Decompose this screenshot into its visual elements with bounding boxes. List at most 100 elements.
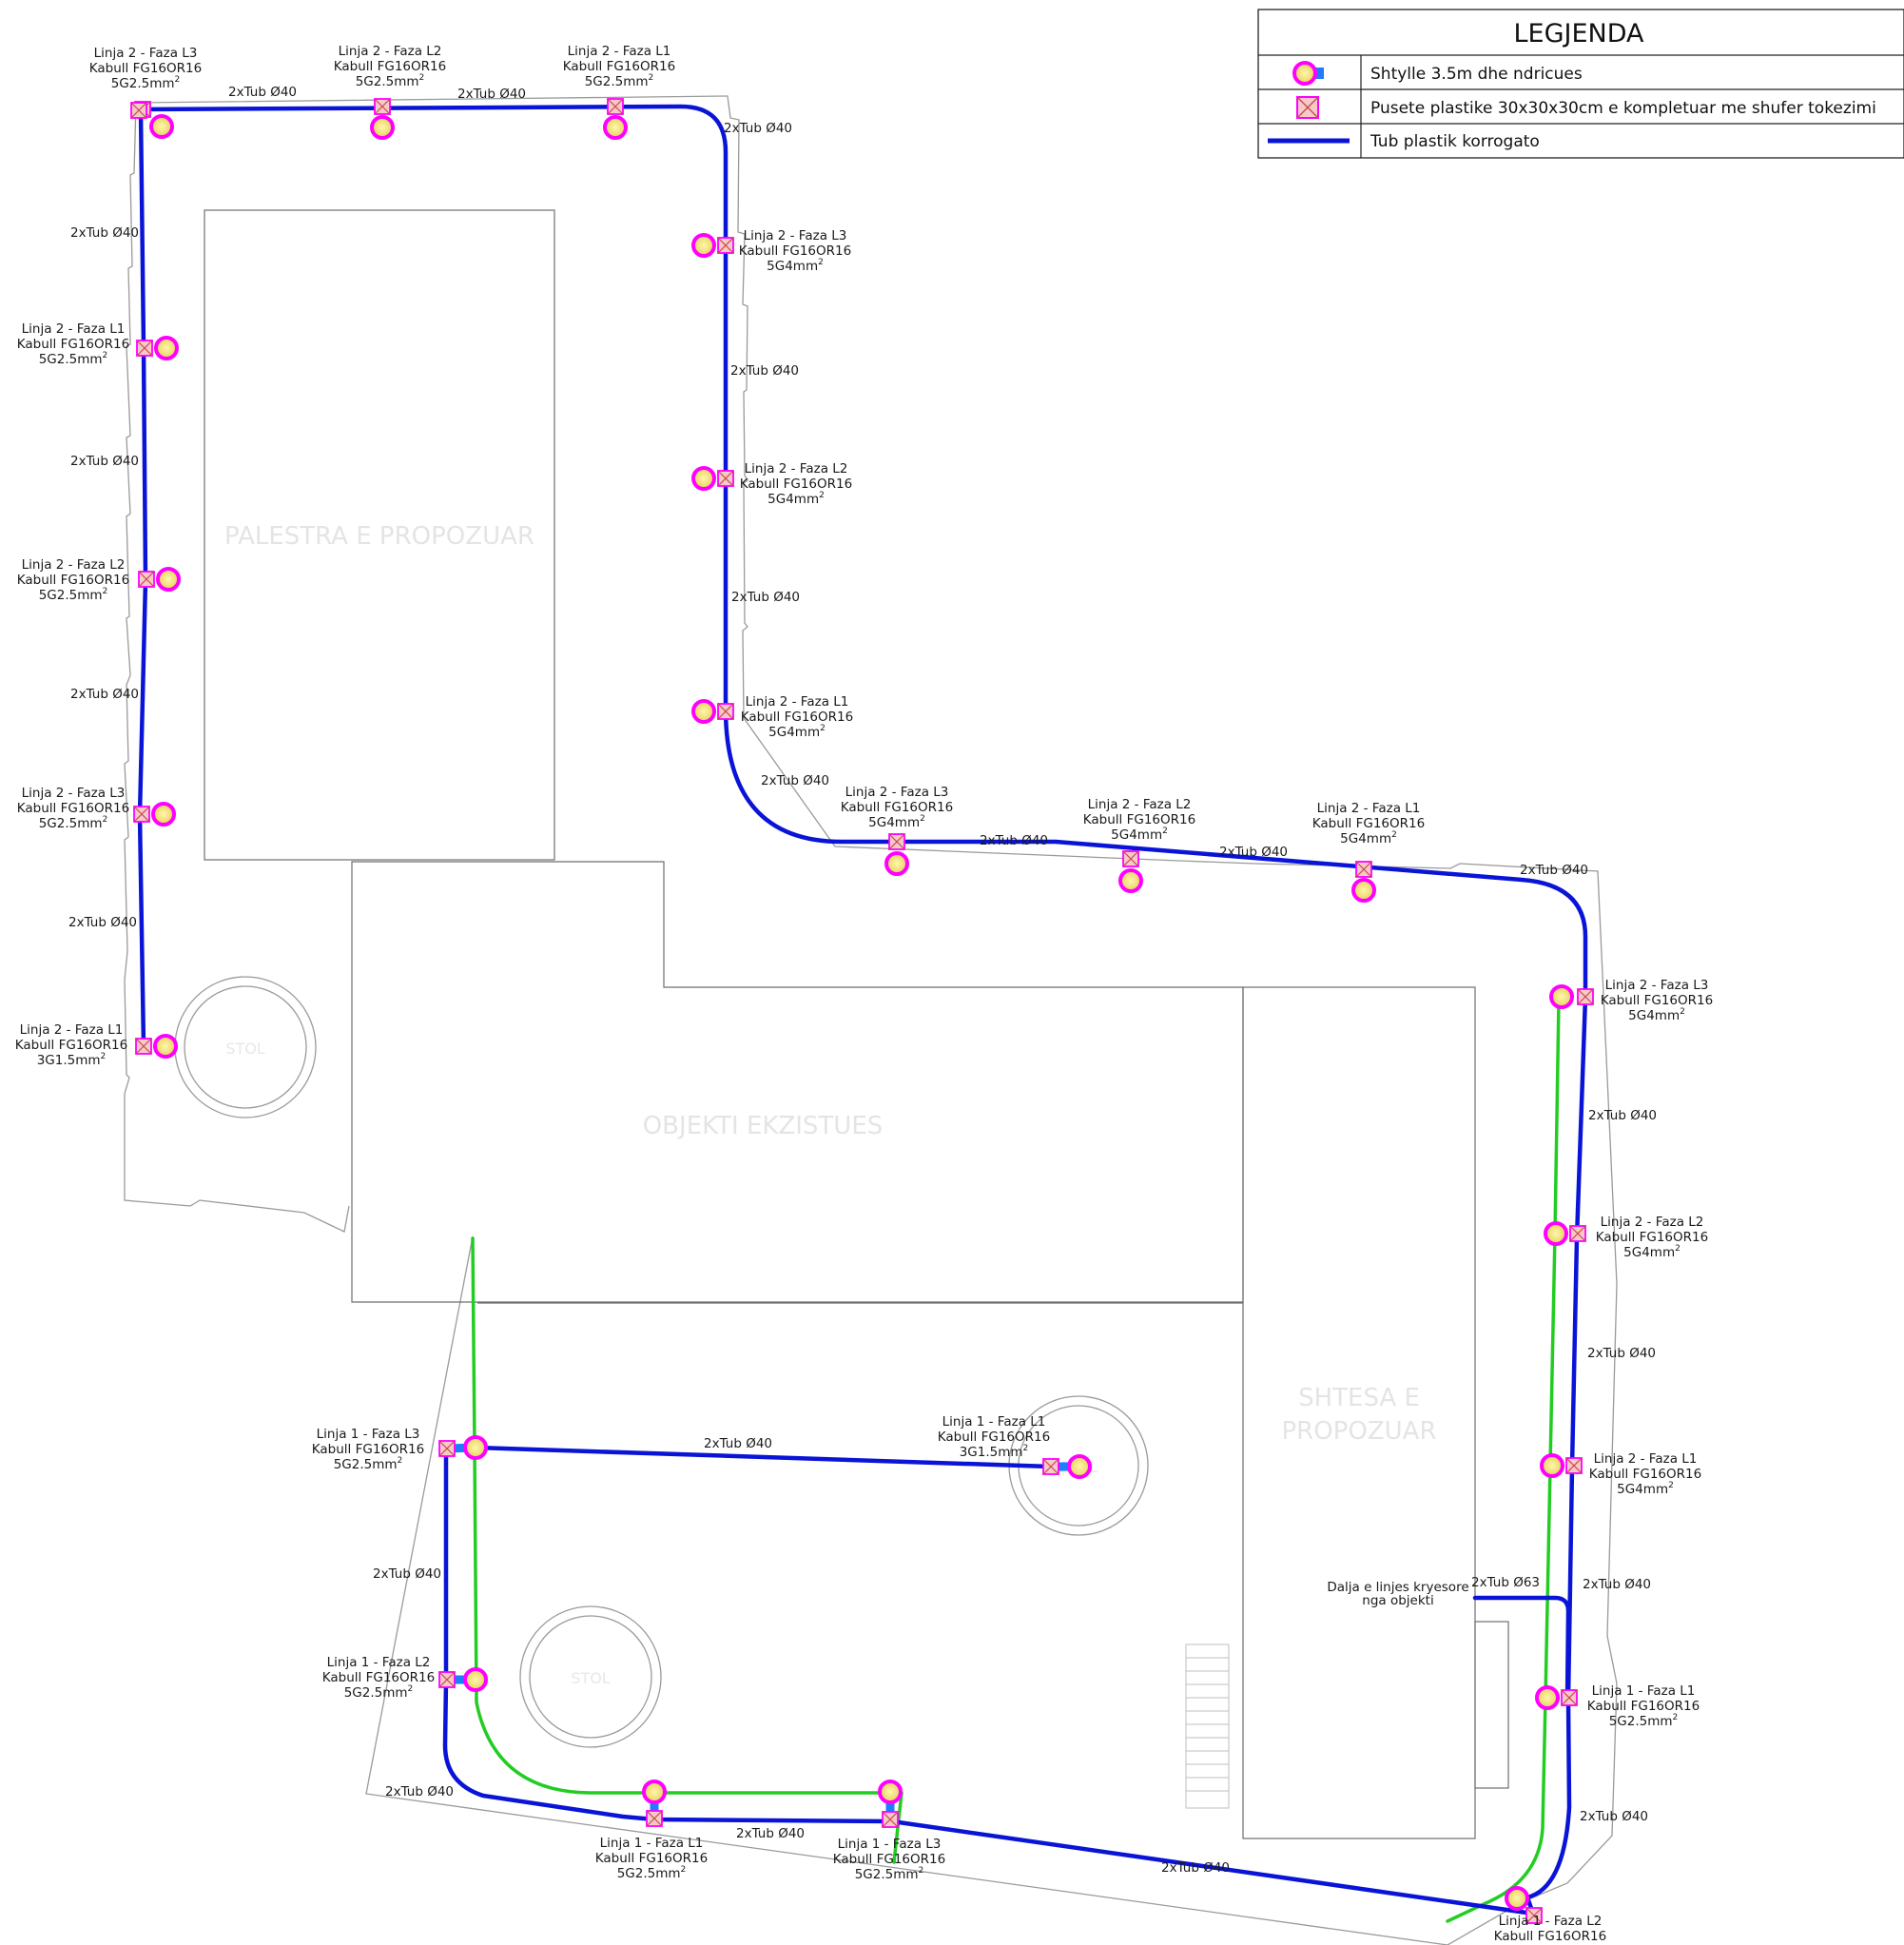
site-boundary — [124, 95, 1618, 1945]
buildings — [174, 209, 1509, 1839]
cable-label-line: Kabull FG16OR16 — [1494, 1929, 1606, 1944]
cable-label-line: Linja 2 - Faza L3 — [94, 46, 198, 61]
pole-light-icon — [1292, 61, 1324, 86]
pole-light-icon — [1067, 1454, 1092, 1479]
cable-label-line: Linja 2 - Faza L1 — [22, 321, 126, 337]
cable-spec: 5G4mm2 — [768, 724, 826, 740]
manhole-box-icon — [1122, 850, 1139, 867]
area-stol-2: STOL — [571, 1669, 611, 1687]
tube-label: 2xTub Ø40 — [1161, 1860, 1230, 1876]
pole-light-icon — [463, 1435, 488, 1460]
manhole-box-icon — [133, 806, 150, 823]
tube-label: 2xTub Ø40 — [1520, 863, 1588, 878]
cable-label-line: Linja 1 - Faza L1 — [942, 1414, 1046, 1430]
cable-label-line: Kabull FG16OR16 — [1596, 1230, 1708, 1245]
cable-label-line: Kabull FG16OR16 — [17, 801, 129, 816]
cable-label-line: Kabull FG16OR16 — [938, 1430, 1050, 1445]
manhole-box-icon — [607, 98, 624, 115]
cable-label-line: Kabull FG16OR16 — [17, 573, 129, 588]
cable-label-line: Kabull FG16OR16 — [1083, 812, 1195, 827]
existing-building — [351, 861, 1244, 1303]
pole-light-icon — [151, 802, 176, 827]
cable-label-line: Kabull FG16OR16 — [1601, 993, 1713, 1008]
tube-label: 2xTub Ø40 — [1587, 1346, 1656, 1361]
tube-label: 2xTub Ø40 — [385, 1784, 454, 1799]
cable-spec: 5G4mm2 — [1617, 1481, 1674, 1497]
legend-item-text: Shtylle 3.5m dhe ndricues — [1370, 65, 1583, 84]
cable-label-line: Kabull FG16OR16 — [841, 800, 953, 815]
pole-light-icon — [884, 851, 909, 876]
cable-label-line: Linja 2 - Faza L1 — [20, 1022, 124, 1038]
cable-spec: 3G1.5mm2 — [37, 1052, 107, 1068]
cable-spec: 5G4mm2 — [767, 491, 825, 507]
cable-spec: 5G2.5mm2 — [1609, 1713, 1679, 1729]
cable-spec: 5G4mm2 — [767, 258, 824, 274]
manhole-box-icon — [130, 102, 147, 119]
legend-item-text: Tub plastik korrogato — [1370, 132, 1540, 151]
cable-label-line: Kabull FG16OR16 — [740, 477, 852, 492]
cable-label-line: Linja 2 - Faza L3 — [845, 785, 949, 800]
cable-label-line: Linja 2 - Faza L1 — [746, 694, 849, 710]
cable-spec: 5G4mm2 — [1628, 1007, 1685, 1023]
green-cable-route — [471, 999, 1561, 1923]
tube-label: 2xTub Ø40 — [1219, 845, 1288, 860]
tube-label: 2xTub Ø40 — [228, 85, 297, 100]
area-annex-2: PROPOZUAR — [1281, 1417, 1436, 1446]
cable-label-line: Linja 1 - Faza L3 — [838, 1837, 942, 1852]
tube-label: 2xTub Ø40 — [730, 363, 799, 379]
cable-label-line: Kabull FG16OR16 — [312, 1442, 424, 1457]
pole-light-icon — [691, 233, 716, 258]
stol-ring-2 — [519, 1605, 662, 1748]
manhole-box-icon — [438, 1671, 456, 1688]
cable-label-line: Linja 2 - Faza L2 — [339, 44, 442, 59]
pole-light-icon — [1540, 1453, 1564, 1478]
pole-light-icon — [642, 1780, 667, 1804]
tube-label: 2xTub Ø40 — [68, 915, 137, 930]
cable-label-line: Kabull FG16OR16 — [563, 59, 675, 74]
manhole-box-icon — [882, 1811, 899, 1828]
pole-light-icon — [1549, 984, 1574, 1009]
exit-label-line2: nga objekti — [1362, 1593, 1433, 1608]
cable-spec: 5G4mm2 — [1623, 1244, 1681, 1260]
cable-label-line: Linja 1 - Faza L3 — [317, 1427, 420, 1442]
area-existing: OBJEKTI EKZISTUES — [643, 1112, 884, 1140]
manhole-box-icon — [1565, 1457, 1583, 1474]
pole-light-icon — [603, 115, 628, 140]
pole-light-icon — [153, 1034, 178, 1059]
cable-label-line: Kabull FG16OR16 — [595, 1851, 708, 1866]
blue-conduit-route — [133, 104, 1588, 1916]
manhole-box-icon — [1042, 1458, 1059, 1475]
tube-label: 2xTub Ø40 — [731, 590, 800, 605]
tube-label: 2xTub Ø40 — [980, 833, 1048, 848]
cable-label-line: Linja 2 - Faza L1 — [1594, 1451, 1698, 1467]
cable-label-line: Linja 2 - Faza L1 — [568, 44, 671, 59]
tube-label: 2xTub Ø40 — [704, 1436, 772, 1451]
cable-spec: 5G2.5mm2 — [344, 1684, 414, 1701]
cable-label-line: Kabull FG16OR16 — [322, 1670, 435, 1685]
manhole-box-icon — [717, 237, 734, 254]
cable-label-line: Linja 2 - Faza L3 — [1605, 978, 1709, 993]
cable-spec: 5G2.5mm2 — [356, 73, 425, 89]
cable-label-line: Linja 1 - Faza L1 — [600, 1836, 704, 1851]
tube-label: 2xTub Ø40 — [1588, 1108, 1657, 1123]
pole-light-icon — [1535, 1685, 1560, 1710]
manhole-box-icon — [1577, 988, 1594, 1005]
area-stol-1: STOL — [225, 1040, 265, 1058]
manhole-box-icon — [1355, 861, 1372, 878]
tube-label: 2xTub Ø40 — [1583, 1577, 1651, 1592]
pole-light-icon — [149, 114, 174, 139]
parking-stalls — [1185, 1644, 1230, 1809]
manhole-box-icon — [1296, 96, 1319, 119]
